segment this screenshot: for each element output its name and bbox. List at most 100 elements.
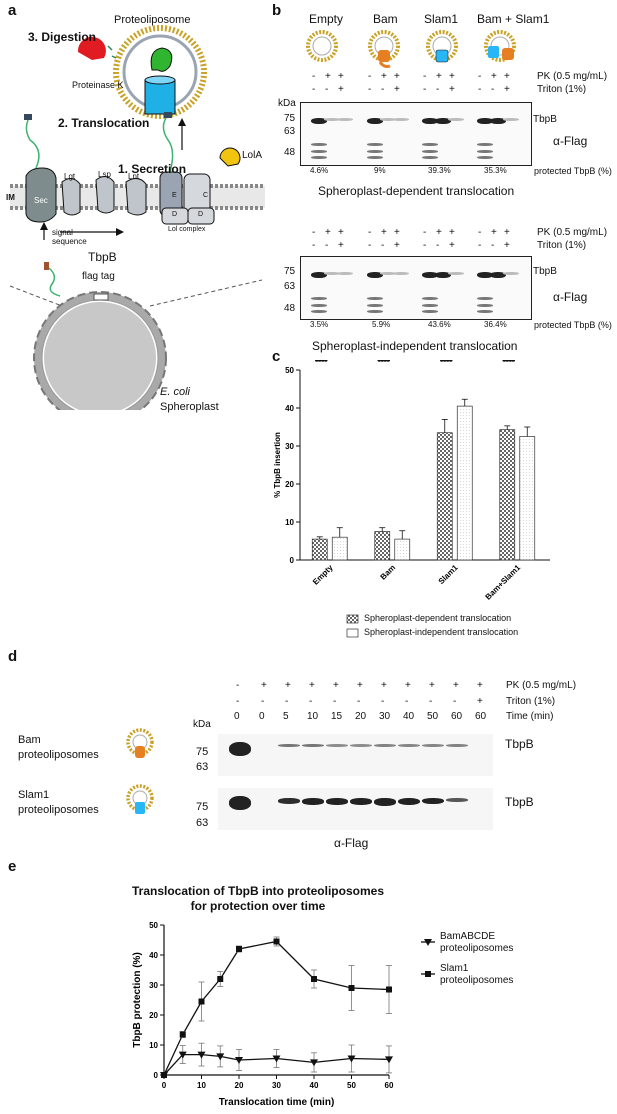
blot-band [422,272,438,278]
panel-e-legend-markers [421,939,435,977]
d-time-value: 15 [331,711,343,722]
panel-c-legend-swatches [346,614,359,638]
blot-band [229,742,251,756]
blot-band [422,150,438,153]
blot-band [311,310,327,313]
blot-band [393,272,409,275]
blot-band [477,156,493,159]
blot-band [311,143,327,146]
d-time-value: 30 [379,711,391,722]
blot-band [435,118,451,124]
d-time-value: 50 [427,711,439,722]
d-bam-tbpb-label: TbpB [505,737,534,751]
blot-band [503,272,519,275]
d-time-value: 60 [475,711,487,722]
gel1-triton-sign: - [423,84,427,95]
blot-band [311,156,327,159]
blot-band [448,272,464,275]
blot-band [367,304,383,307]
c-data-point [439,360,444,362]
gel1-pct-bam-slam1: 35.3% [484,166,507,175]
gel2-pk-sign: + [325,227,331,238]
e-data-point [273,938,280,945]
condition-empty: Empty [309,12,344,26]
gel2-pct-slam1: 43.6% [428,320,451,329]
gel1-triton-sign: - [478,84,482,95]
blot-band [311,150,327,153]
e-legend-bam: BamABCDE proteoliposomes [440,931,514,954]
gel1-pk-sign: + [338,71,344,82]
gel1-pct-slam1: 39.3% [428,166,451,175]
gel1-triton-sign: + [338,84,344,95]
blot-band [302,744,324,747]
d-pk-sign: + [285,680,291,691]
condition-slam1: Slam1 [424,12,459,26]
gel2-pk-sign: + [491,227,497,238]
e-data-point [385,1056,393,1064]
blot-band [324,272,340,275]
blot-band [367,118,383,124]
gel1-triton-sign: - [491,84,495,95]
gel1-triton-sign: - [312,84,316,95]
gel1-antibody-label: α-Flag [553,134,588,148]
e-data-point [161,1072,167,1078]
gel2-pk-sign: + [394,227,400,238]
tbpb-label: TbpB [88,250,117,264]
gel1-pk-sign: + [436,71,442,82]
gel1-pct-empty: 4.6% [310,166,329,175]
lol-d1-label: D [172,211,178,218]
blot-band [422,304,438,307]
gel2-triton-sign: - [478,240,482,251]
e-y-axis-label: TbpB protection (%) [132,952,143,1048]
gel1-title: Spheroplast-dependent translocation [318,184,515,198]
c-bar [394,538,411,561]
gel2-pct-bam: 5.9% [372,320,391,329]
panel-b-label: b [272,2,282,19]
lol-d2-label: D [198,211,204,218]
c-data-point [448,360,453,362]
e-y-tick-label: 30 [149,981,158,990]
e-data-point [198,998,205,1005]
blot-band [477,118,493,124]
gel1-pk-sign: + [504,71,510,82]
flag-tag-label: flag tag [82,271,115,282]
gel1-marker-63: 63 [284,126,296,137]
c-bar [374,531,391,561]
c-bar [436,432,453,561]
gel1-pk-sign: + [394,71,400,82]
gel1-triton-sign: + [504,84,510,95]
legend-dependent-label: Spheroplast-dependent translocation [364,613,512,623]
blot-band [435,272,451,278]
c-data-point [380,360,385,362]
blot-band [393,118,409,121]
c-bar [311,538,328,561]
gel1-pk-sign: + [381,71,387,82]
c-y-tick-label: 0 [290,556,295,565]
c-data-point [445,360,450,362]
blot-band [422,297,438,300]
blot-band [398,744,420,747]
blot-band [374,744,396,747]
e-x-tick-label: 0 [162,1081,167,1090]
e-x-tick-label: 20 [235,1081,244,1090]
c-data-point [505,360,510,362]
c-y-tick-label: 50 [285,366,294,375]
translocation-step-label: 2. Translocation [58,116,150,130]
d-triton-sign: - [285,696,289,707]
d-time-value: 0 [234,711,240,722]
gel2-title: Spheroplast-independent translocation [312,339,518,353]
e-data-point [197,1051,206,1059]
d-triton-sign: - [453,696,457,707]
e-data-point [216,1053,225,1061]
d-slam-tbpb-label: TbpB [505,795,534,809]
c-data-point [508,360,513,362]
d-pk-label: PK (0.5 mg/mL) [506,680,577,691]
gel2-triton-sign: - [312,240,316,251]
d-bam-blot [218,734,493,776]
blot-band [367,297,383,300]
blot-band [380,272,396,275]
condition-bam-slam1: Bam + Slam1 [477,12,550,26]
blot-band [311,304,327,307]
c-data-point [502,360,507,362]
